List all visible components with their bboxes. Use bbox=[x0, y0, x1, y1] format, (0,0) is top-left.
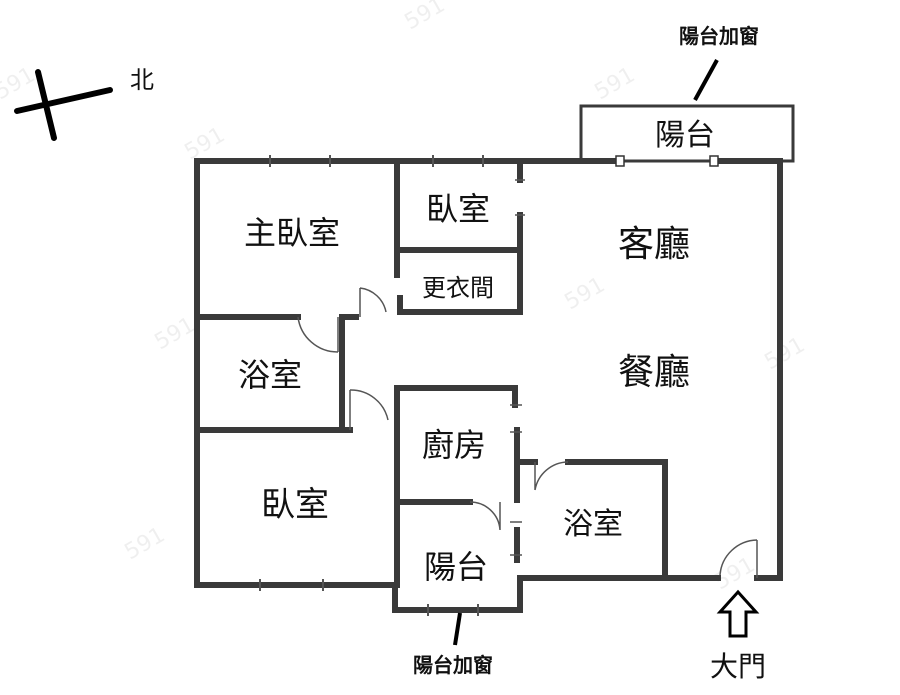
svg-text:591: 591 bbox=[761, 333, 810, 376]
master-bedroom-label: 主臥室 bbox=[244, 214, 340, 252]
watermark-layer: 591 591 591 591 591 591 591 591 591 bbox=[0, 0, 809, 595]
balcony-top-label: 陽台 bbox=[655, 118, 715, 153]
entrance-arrow-icon bbox=[716, 589, 760, 638]
bedroom-top-label: 臥室 bbox=[426, 190, 490, 228]
svg-text:591: 591 bbox=[591, 63, 640, 106]
svg-text:591: 591 bbox=[0, 63, 39, 106]
north-compass-icon bbox=[14, 69, 113, 141]
bathroom-left-label: 浴室 bbox=[238, 356, 302, 394]
living-room-label: 客廳 bbox=[618, 224, 690, 265]
bottom-note-pointer bbox=[453, 612, 462, 646]
bottom-balcony-note: 陽台加窗 bbox=[413, 653, 493, 677]
svg-text:591: 591 bbox=[561, 273, 610, 316]
svg-text:591: 591 bbox=[151, 313, 200, 356]
svg-text:591: 591 bbox=[401, 0, 450, 35]
walk-in-closet-label: 更衣間 bbox=[422, 274, 494, 302]
dining-room-label: 餐廳 bbox=[618, 352, 690, 393]
north-label: 北 bbox=[130, 66, 154, 94]
top-note-pointer bbox=[693, 59, 719, 101]
bathroom-right-label: 浴室 bbox=[563, 507, 623, 542]
top-balcony-note: 陽台加窗 bbox=[679, 24, 759, 48]
svg-text:591: 591 bbox=[121, 523, 170, 566]
svg-text:591: 591 bbox=[711, 553, 760, 596]
bedroom-bottom-label: 臥室 bbox=[261, 485, 329, 525]
windows bbox=[259, 155, 484, 616]
kitchen-label: 廚房 bbox=[422, 426, 486, 464]
walls bbox=[194, 104, 795, 613]
doors bbox=[297, 155, 758, 578]
main-door-label: 大門 bbox=[710, 650, 766, 683]
balcony-bottom-label: 陽台 bbox=[424, 548, 488, 586]
